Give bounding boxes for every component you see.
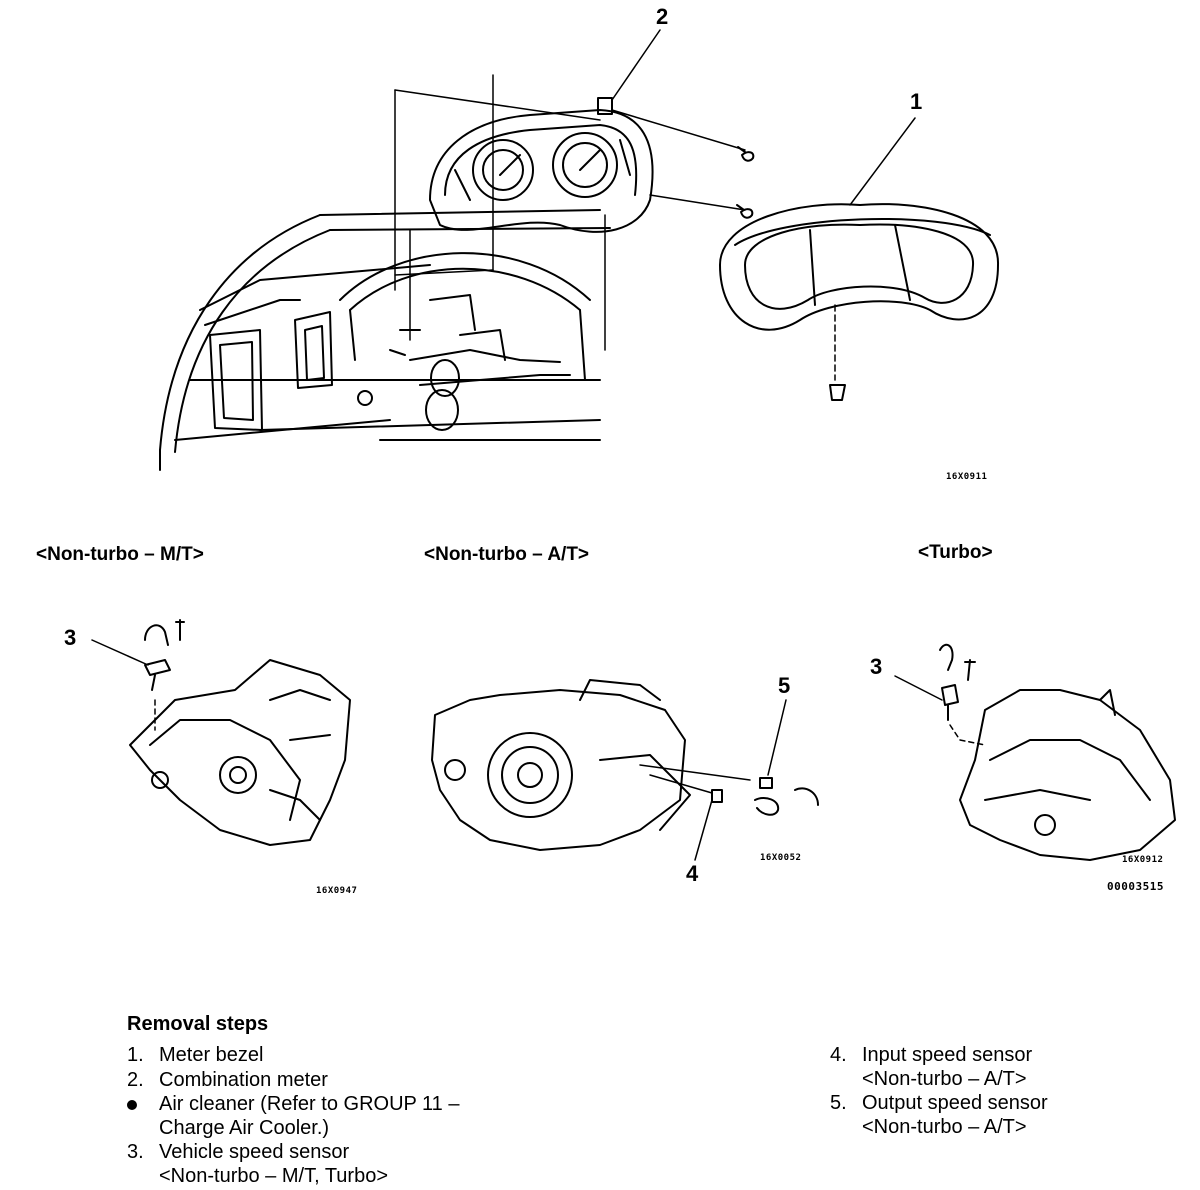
step-text: Output speed sensor [862,1092,1048,1114]
step-text: Meter bezel [159,1044,264,1066]
figure-code-top: 16X0911 [946,472,988,482]
section-label-turbo: <Turbo> [918,542,993,563]
callout-1-leader [849,117,916,206]
at-transmission-drawing [431,679,819,861]
figure-code-at: 16X0052 [760,853,802,863]
turbo-transmission-drawing [894,643,1176,861]
removal-step-air-cleaner: Air cleaner (Refer to GROUP 11 – Charge … [127,1092,460,1140]
step-number: 5. [830,1092,847,1114]
removal-step-4: 4. Input speed sensor <Non-turbo – A/T> [830,1043,1032,1091]
document-code: 00003515 [1107,880,1164,893]
removal-step-1: 1. Meter bezel [127,1043,264,1067]
meter-bezel-drawing [719,203,1000,401]
callout-2-leader [611,29,661,101]
combination-meter-drawing [429,97,755,233]
figure-code-turbo: 16X0912 [1122,855,1164,865]
step-subtext: <Non-turbo – A/T> [862,1068,1027,1090]
callout-number-3-turbo: 3 [870,654,883,679]
step-subtext: Charge Air Cooler.) [159,1117,330,1139]
callout-number-3-mt: 3 [64,625,77,650]
step-text: Combination meter [159,1069,328,1091]
callout-number-2: 2 [656,4,669,29]
figure-code-mt: 16X0947 [316,886,358,896]
step-subtext: <Non-turbo – A/T> [862,1116,1027,1138]
step-text: Air cleaner (Refer to GROUP 11 – [159,1093,460,1115]
step-text: Input speed sensor [862,1044,1033,1066]
dashboard-drawing [159,74,611,471]
removal-step-5: 5. Output speed sensor <Non-turbo – A/T> [830,1091,1048,1139]
callout-number-4: 4 [686,861,699,886]
section-label-non-turbo-at: <Non-turbo – A/T> [424,544,590,565]
bullet-icon [127,1099,137,1110]
removal-step-3: 3. Vehicle speed sensor <Non-turbo – M/T,… [127,1140,388,1188]
section-label-non-turbo-mt: <Non-turbo – M/T> [36,544,204,565]
mt-transmission-drawing [91,619,351,846]
step-subtext: <Non-turbo – M/T, Turbo> [159,1165,389,1187]
step-number: 3. [127,1141,144,1163]
callout-number-1: 1 [910,89,923,114]
removal-steps-title: Removal steps [127,1013,269,1035]
step-number: 2. [127,1069,144,1091]
step-number: 4. [830,1044,847,1066]
callout-number-5: 5 [778,673,791,698]
removal-step-2: 2. Combination meter [127,1068,328,1092]
step-number: 1. [127,1044,144,1066]
step-text: Vehicle speed sensor [159,1141,350,1163]
